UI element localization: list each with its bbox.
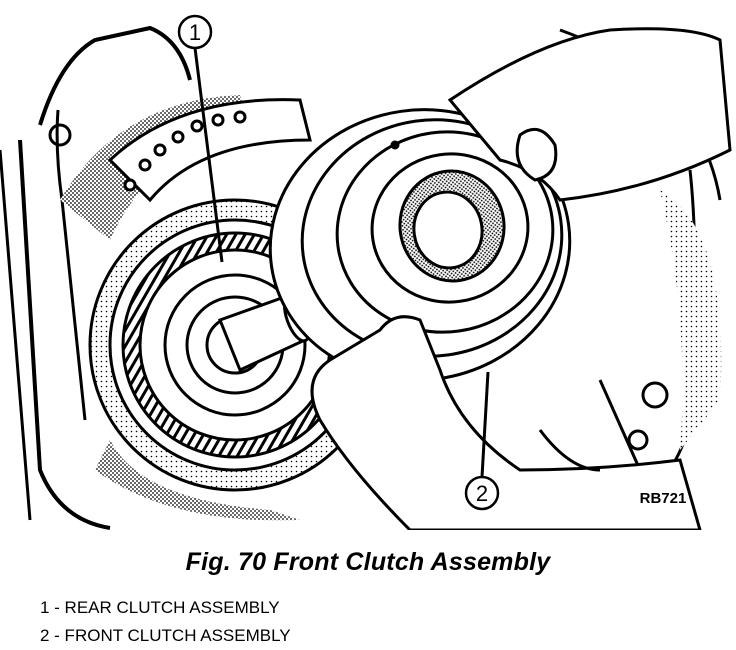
- callout-1-number: 1: [189, 20, 201, 45]
- legend-item: 2 - FRONT CLUTCH ASSEMBLY: [40, 626, 291, 645]
- callout-2: 2: [464, 371, 500, 511]
- technician-hands: [310, 27, 732, 530]
- legend-item: 1 - REAR CLUTCH ASSEMBLY: [40, 598, 280, 617]
- housing-right-shading: [660, 190, 722, 450]
- bolt-head: [641, 381, 669, 409]
- front-clutch-assembly: [268, 108, 572, 382]
- bolt-head: [627, 429, 649, 451]
- callout-2-number: 2: [476, 481, 488, 506]
- reaction-plate: [107, 98, 312, 203]
- callout-1: 1: [177, 14, 224, 263]
- clutch-assembly-illustration: 1 2 RB721: [0, 14, 732, 530]
- case-shading-lower: [95, 440, 300, 521]
- figure-ref-code: RB721: [640, 490, 687, 507]
- figure-caption: Fig. 70 Front Clutch Assembly: [185, 548, 551, 576]
- callout-legend: 1 - REAR CLUTCH ASSEMBLY 2 - FRONT CLUTC…: [40, 594, 291, 650]
